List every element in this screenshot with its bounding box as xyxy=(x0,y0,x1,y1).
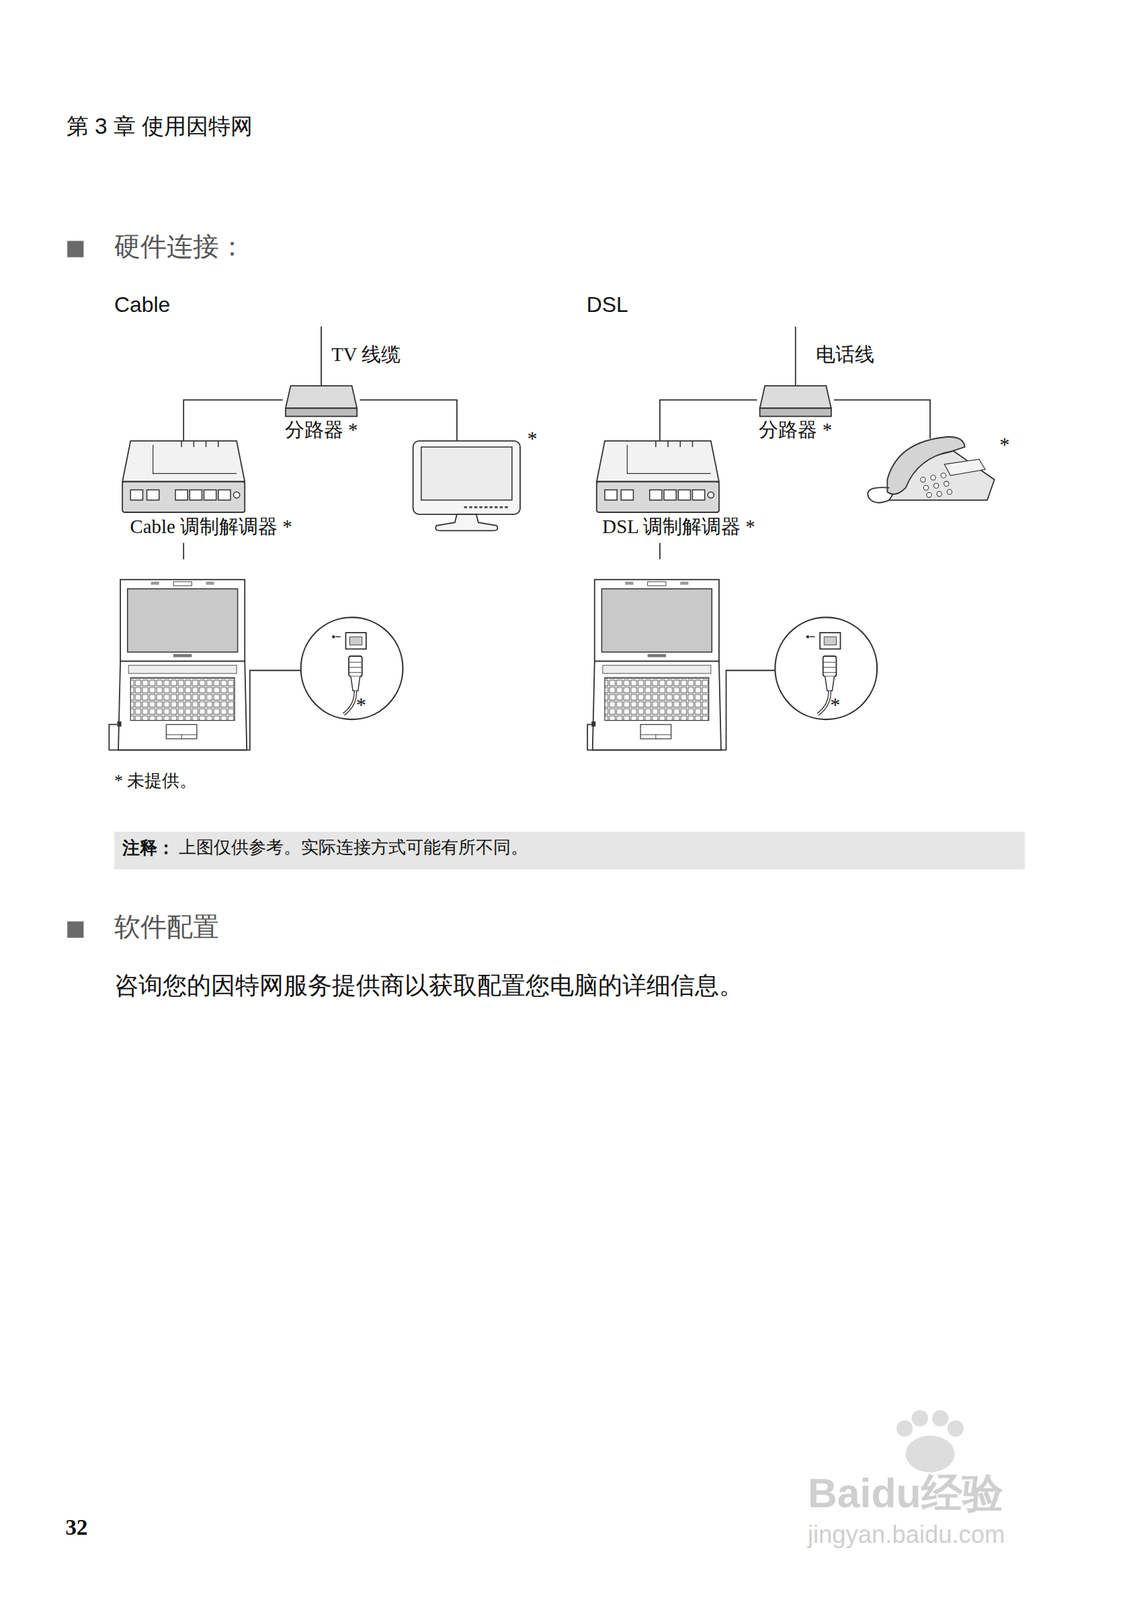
network-cable-line xyxy=(108,670,301,750)
laptop-icon xyxy=(591,579,722,750)
telephone-icon xyxy=(867,436,994,503)
part-label: 分路器 * xyxy=(756,417,834,442)
callout-circle: * xyxy=(774,616,877,720)
modem-laptop-line xyxy=(659,542,661,560)
diagram-title: DSL xyxy=(586,291,629,318)
rj45-callout xyxy=(774,616,877,720)
modem: DSL 调制解调器 * xyxy=(589,440,769,539)
note-heading: 注释： xyxy=(122,837,175,859)
callout-circle: * xyxy=(301,616,404,720)
modem-laptop-line xyxy=(182,542,185,560)
part-label: Cable 调制解调器 * xyxy=(114,514,308,539)
part-label: DSL 调制解调器 * xyxy=(589,514,769,539)
connector-line xyxy=(659,399,758,441)
not-supplied-mark: * xyxy=(999,432,1010,457)
phone-line xyxy=(795,326,797,386)
note-band xyxy=(114,831,1025,869)
rj45-callout xyxy=(301,616,404,720)
part-label: 分路器 * xyxy=(282,417,361,442)
modem-icon xyxy=(596,440,720,513)
watermark: jingyan.baidu.com xyxy=(807,1519,1005,1550)
line-label: 电话线 xyxy=(815,342,875,367)
splitter-icon xyxy=(285,385,357,417)
body-text: 咨询您的因特网服务提供商以获取配置您电脑的详细信息。 xyxy=(114,971,744,1001)
modem-icon xyxy=(122,440,245,513)
page-number: 32 xyxy=(65,1513,88,1541)
monitor: * xyxy=(413,440,521,533)
not-supplied-mark: * xyxy=(356,692,367,717)
tv-cable-line xyxy=(320,326,322,386)
footnote: * 未提供。 xyxy=(114,770,197,792)
bullet-square xyxy=(67,921,84,938)
not-supplied-mark: * xyxy=(829,692,841,717)
bullet-square xyxy=(67,240,84,257)
connector-line xyxy=(833,399,931,439)
splitter-icon xyxy=(760,385,832,417)
section-heading: 硬件连接： xyxy=(114,230,246,263)
splitter: 分路器 * xyxy=(756,385,834,442)
note-text: 上图仅供参考。实际连接方式可能有所不同。 xyxy=(178,837,529,859)
modem: Cable 调制解调器 * xyxy=(114,440,308,539)
watermark-paw xyxy=(896,1409,964,1473)
watermark: Baidu经验 xyxy=(807,1468,1004,1518)
laptop-icon xyxy=(117,579,248,750)
not-supplied-mark: * xyxy=(527,426,538,451)
chapter-header: 第 3 章 使用因特网 xyxy=(66,112,253,140)
splitter: 分路器 * xyxy=(282,385,361,442)
line-label: TV 线缆 xyxy=(331,342,401,367)
diagram-title: Cable xyxy=(114,291,171,318)
connector-line xyxy=(359,399,457,441)
monitor-icon xyxy=(413,440,521,531)
section-heading: 软件配置 xyxy=(114,910,220,943)
telephone: * xyxy=(864,438,998,506)
connector-line xyxy=(183,399,283,441)
network-cable-line xyxy=(587,670,775,750)
